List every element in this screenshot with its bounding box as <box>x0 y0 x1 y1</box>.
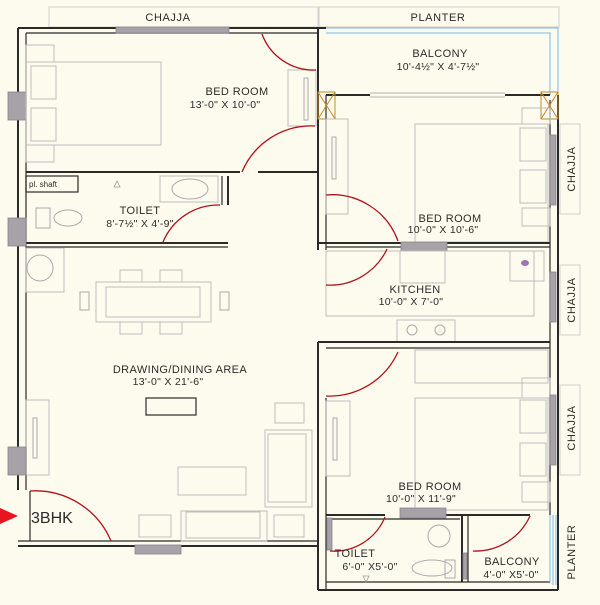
drawing-dining-area: DRAWING/DINING AREA 13'-0" X 21'-6" <box>7 247 313 555</box>
bedroom-2-name: BED ROOM <box>418 213 481 225</box>
balcony-2-name: BALCONY <box>484 556 540 568</box>
door-swing-icon <box>325 248 388 286</box>
drawing-dining-name: DRAWING/DINING AREA <box>113 364 248 376</box>
kitchen: KITCHEN 10'-0" X 7'-0" <box>318 248 557 349</box>
window-icon <box>134 544 182 555</box>
toilet-1-name: TOILET <box>120 205 161 217</box>
bedroom-2: BED ROOM 10'-0" X 10'-6" <box>318 107 557 252</box>
chajja-top: CHAJJA <box>48 6 320 28</box>
window-icon <box>549 271 557 323</box>
bedroom-2-size: 10'-0" X 10'-6" <box>408 224 479 236</box>
chajja-right-1: CHAJJA <box>559 123 581 215</box>
toilet-2: TOILET 6'-0" X5'-0" <box>326 507 530 583</box>
balcony-2-size: 4'-0" X5'-0" <box>483 569 538 581</box>
pl-shaft-label: pl. shaft <box>29 180 58 189</box>
unit-type-label: 3BHK <box>31 510 73 527</box>
bedroom-1: BED ROOM 13'-0" X 10'-0" <box>7 26 318 173</box>
door-swing-icon <box>325 194 399 242</box>
balcony-1-name: BALCONY <box>412 48 468 60</box>
toilet-1: pl. shaft TOILET 8'-7½" X 4'-9" <box>7 175 229 248</box>
window-icon <box>7 446 27 476</box>
door-swing-icon <box>261 33 317 71</box>
kitchen-name: KITCHEN <box>389 284 440 296</box>
balcony-1: BALCONY 10'-4½" X 4'-7½" <box>317 27 559 120</box>
planter-top: PLANTER <box>317 6 560 28</box>
door-swing-icon <box>472 515 531 552</box>
drawing-dining-size: 13'-0" X 21'-6" <box>133 376 204 388</box>
door-swing-icon <box>329 516 386 552</box>
planter-top-label: PLANTER <box>411 12 466 24</box>
door-swing-icon <box>241 125 316 173</box>
balcony-1-size: 10'-4½" X 4'-7½" <box>397 61 480 73</box>
chajja-right-3: CHAJJA <box>559 384 581 476</box>
chajja-right-2: CHAJJA <box>559 264 581 336</box>
window-icon <box>115 26 230 34</box>
bedroom-1-name: BED ROOM <box>205 86 268 98</box>
planter-right-label: PLANTER <box>566 525 578 580</box>
window-icon <box>7 217 27 247</box>
bedroom-3-size: 10'-0" X 11'-9" <box>386 493 456 505</box>
door-swing-icon <box>162 204 221 243</box>
window-icon <box>399 507 447 519</box>
bedroom-3: BED ROOM 10'-0" X 11'-9" <box>325 349 557 511</box>
main-door-swing-icon <box>29 490 112 542</box>
balcony-2: BALCONY 4'-0" X5'-0" <box>472 515 557 585</box>
chajja-top-label: CHAJJA <box>145 12 190 24</box>
toilet-1-size: 8'-7½" X 4'-9" <box>106 218 174 230</box>
chajja-right-1-label: CHAJJA <box>566 146 578 191</box>
entry-marker: 3BHK <box>0 508 73 527</box>
window-icon <box>7 91 27 121</box>
bedroom-1-size: 13'-0" X 10'-0" <box>190 99 261 111</box>
planter-right: PLANTER <box>566 525 578 580</box>
bedroom-3-name: BED ROOM <box>398 481 461 493</box>
toilet-2-size: 6'-0" X5'-0" <box>342 561 397 573</box>
toilet-2-name: TOILET <box>335 548 376 560</box>
chajja-right-3-label: CHAJJA <box>566 405 578 450</box>
window-icon <box>549 394 557 466</box>
entry-arrow-icon <box>0 508 18 524</box>
window-icon <box>549 134 557 206</box>
window-icon <box>400 241 448 252</box>
door-swing-icon <box>325 351 399 397</box>
kitchen-size: 10'-0" X 7'-0" <box>379 296 444 308</box>
chajja-right-2-label: CHAJJA <box>566 277 578 322</box>
